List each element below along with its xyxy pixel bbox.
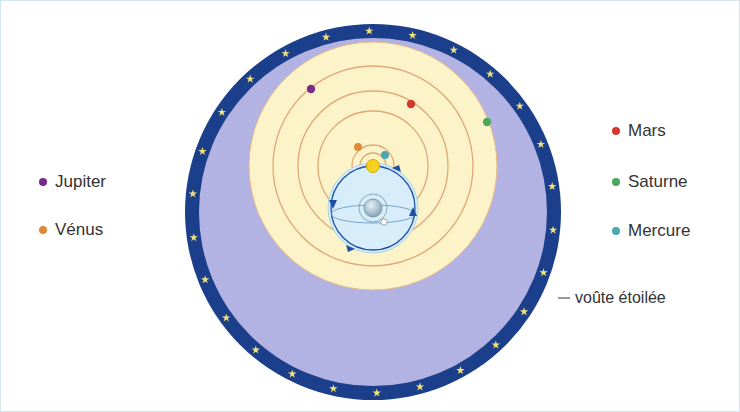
stars (189, 27, 558, 397)
saturn-dot (483, 118, 491, 126)
sun-system-disc (249, 42, 497, 290)
legend-text: Saturne (628, 173, 688, 192)
legend-text: Mercure (628, 222, 690, 241)
legend-swatch (612, 127, 620, 135)
mercury-dot (381, 151, 389, 159)
legend-entry: Mars (612, 122, 666, 141)
mars-dot (407, 100, 415, 108)
legend-swatch (39, 178, 47, 186)
jupiter-dot (307, 85, 315, 93)
moon (381, 219, 387, 225)
planet-orbits (273, 66, 473, 266)
sun-orbit (331, 166, 415, 250)
orbit-arrows (329, 165, 417, 252)
legend-swatch (612, 178, 620, 186)
legend-text: Mars (628, 122, 666, 141)
earth (364, 199, 382, 217)
venus-dot (354, 143, 362, 151)
legend-entry: Mercure (612, 222, 690, 241)
legend-entry: Vénus (39, 221, 103, 240)
legend-swatch (612, 227, 620, 235)
legend-swatch (39, 226, 47, 234)
earth-zone (328, 163, 418, 253)
legend-entry: Saturne (612, 173, 688, 192)
sun (367, 160, 380, 173)
legend-entry: Jupiter (39, 173, 106, 192)
legend-text: Jupiter (55, 173, 106, 192)
leader-line (558, 298, 570, 299)
starry-vault-ring (185, 24, 561, 400)
vault-label: voûte étoilée (575, 289, 666, 307)
sky-disc (199, 38, 547, 386)
legend-text: Vénus (55, 221, 103, 240)
moon-orbit (359, 194, 387, 222)
